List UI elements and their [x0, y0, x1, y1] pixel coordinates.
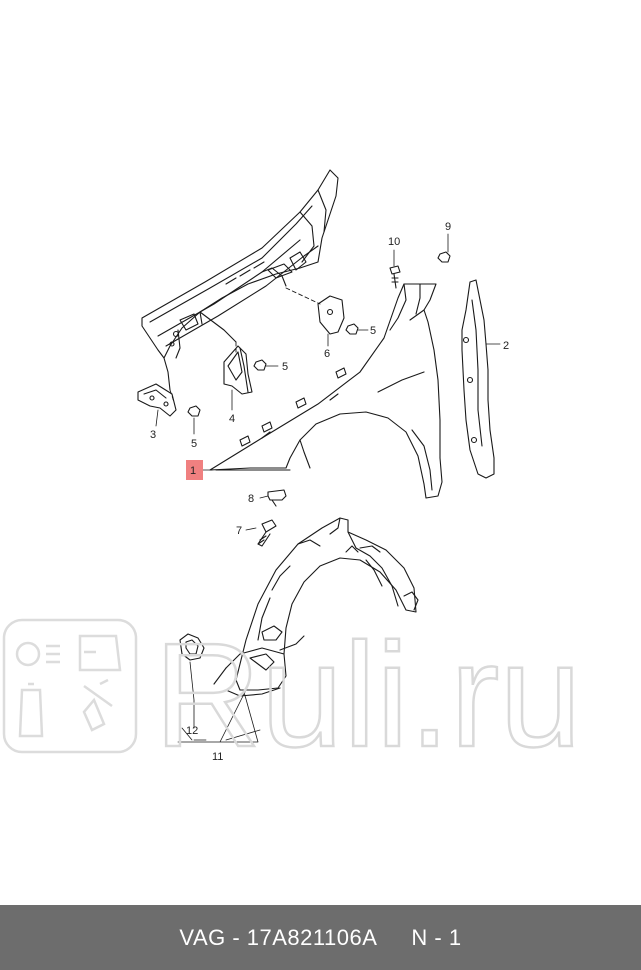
callout-10: 10 — [388, 236, 400, 248]
callout-5a: 5 — [191, 438, 197, 450]
callout-1-highlight — [186, 460, 203, 480]
callout-4: 4 — [229, 413, 235, 425]
bracket-3 — [137, 383, 177, 417]
clip-8 — [267, 489, 287, 507]
guide-lines — [169, 287, 321, 403]
parts-diagram: 1 2 3 4 5 5 5 6 7 8 9 10 11 12 — [137, 169, 509, 763]
callout-11: 11 — [212, 751, 223, 763]
part-footer: VAG - 17A821106A N - 1 — [0, 905, 641, 970]
part-number: VAG - 17A821106A — [179, 924, 378, 950]
inner-wing-apron — [141, 169, 339, 391]
front-fender — [209, 283, 443, 499]
bracket-4 — [223, 345, 253, 395]
callout-12: 12 — [186, 725, 198, 737]
part-position: N - 1 — [411, 924, 462, 950]
nut-9 — [437, 251, 451, 263]
callout-6: 6 — [324, 348, 330, 360]
leader-lines — [155, 233, 501, 743]
callout-2: 2 — [503, 340, 509, 352]
callout-9: 9 — [445, 221, 451, 233]
fender-seal-2 — [461, 279, 495, 479]
callout-1: 1 — [190, 465, 196, 477]
callout-7: 7 — [236, 525, 242, 537]
wheel-arch-liner — [213, 517, 419, 697]
nut-5 — [187, 323, 359, 417]
screw-7 — [257, 519, 277, 547]
bracket-6 — [317, 295, 345, 335]
bolt-10 — [389, 265, 401, 289]
callout-5b: 5 — [282, 361, 288, 373]
grommet-12 — [179, 633, 205, 661]
callout-3: 3 — [150, 429, 156, 441]
callout-8: 8 — [248, 493, 254, 505]
callout-5c: 5 — [370, 325, 376, 337]
callout-labels: 1 2 3 4 5 5 5 6 7 8 9 10 11 12 — [150, 221, 509, 763]
